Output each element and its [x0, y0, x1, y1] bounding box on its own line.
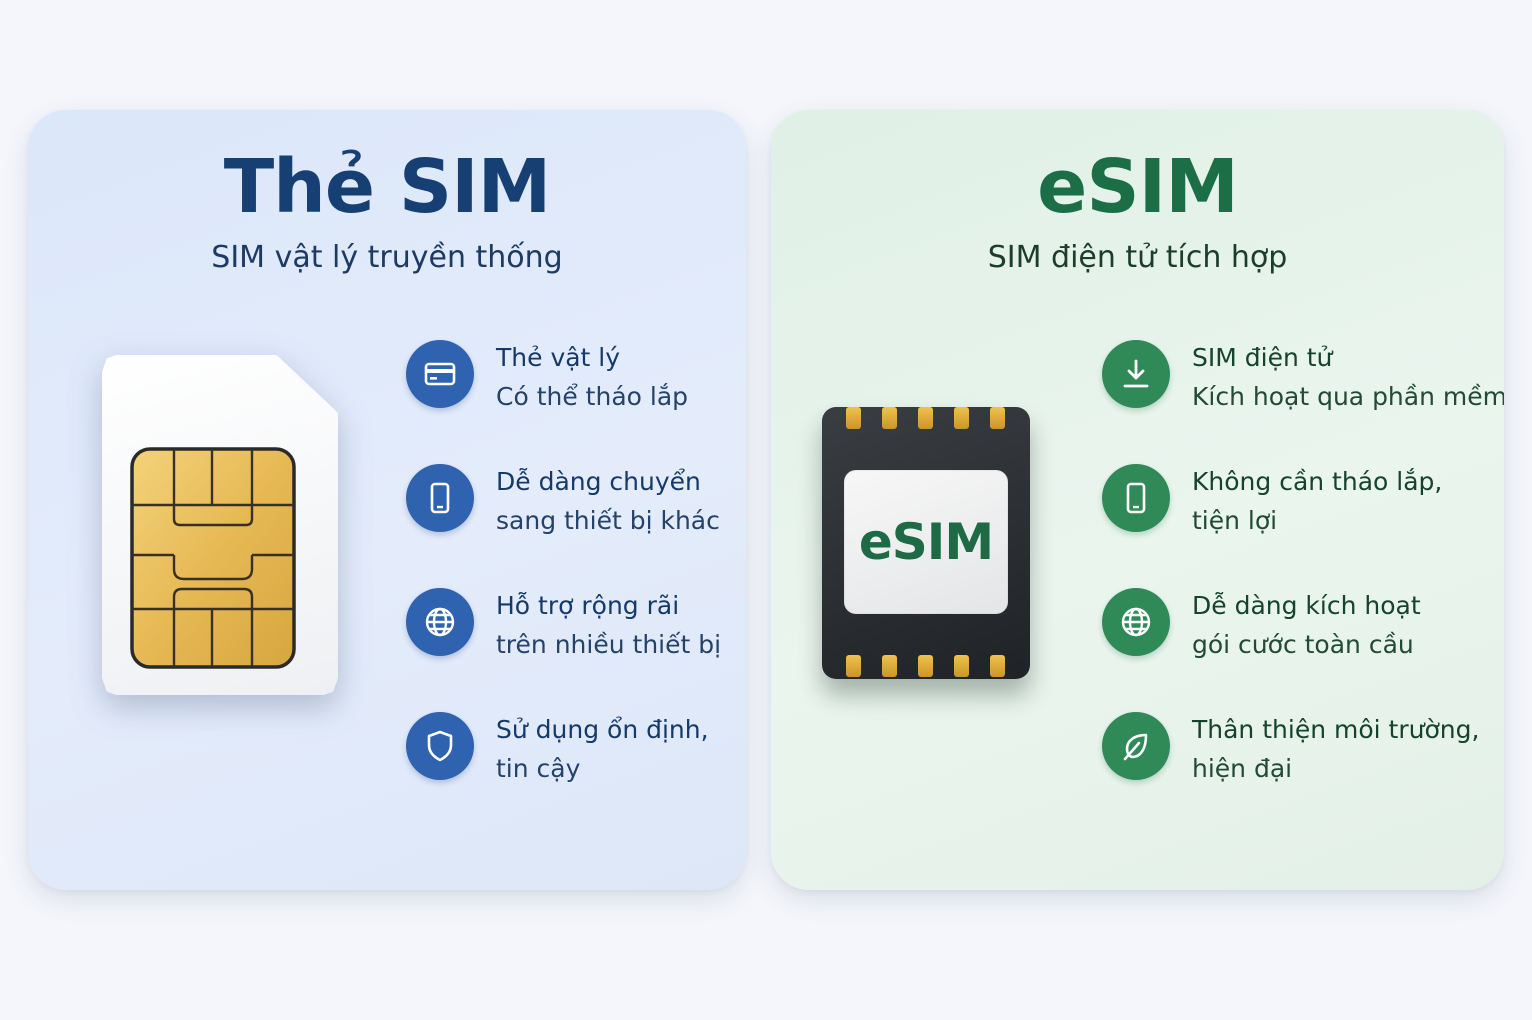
globe-icon: [1102, 588, 1170, 656]
leaf-icon: [1102, 712, 1170, 780]
feature-title: Thân thiện môi trường,: [1192, 715, 1480, 744]
feature-title: Sử dụng ổn định,: [496, 715, 709, 744]
feature-description: Kích hoạt qua phần mềm: [1192, 382, 1504, 411]
sim-chip-contacts-icon: [130, 447, 296, 669]
esim-chip-label: eSIM: [844, 470, 1008, 614]
feature-description: sang thiết bị khác: [496, 506, 720, 535]
shield-icon: [406, 712, 474, 780]
feature-title: Dễ dàng kích hoạt: [1192, 591, 1421, 620]
feature-reliable: Sử dụng ổn định, tin cậy: [406, 712, 736, 783]
feature-wide-support: Hỗ trợ rộng rãi trên nhiều thiết bị: [406, 588, 736, 659]
feature-title: Thẻ vật lý: [496, 343, 621, 372]
feature-title: Dễ dàng chuyển: [496, 467, 701, 496]
esim-chip-text: eSIM: [858, 513, 994, 571]
feature-description: gói cước toàn cầu: [1192, 630, 1414, 659]
feature-eco-friendly: Thân thiện môi trường, hiện đại: [1102, 712, 1482, 783]
download-icon: [1102, 340, 1170, 408]
feature-description: trên nhiều thiết bị: [496, 630, 722, 659]
feature-description: tiện lợi: [1192, 506, 1278, 535]
feature-physical-card: Thẻ vật lý Có thể tháo lắp: [406, 340, 736, 411]
feature-description: Có thể tháo lắp: [496, 382, 689, 411]
smartphone-icon: [406, 464, 474, 532]
esim-title: eSIM: [1037, 144, 1239, 230]
feature-title: Hỗ trợ rộng rãi: [496, 591, 680, 620]
globe-icon: [406, 588, 474, 656]
feature-title: Không cần tháo lắp,: [1192, 467, 1443, 496]
esim-subtitle: SIM điện tử tích hợp: [987, 240, 1288, 275]
feature-global-plans: Dễ dàng kích hoạt gói cước toàn cầu: [1102, 588, 1482, 659]
feature-title: SIM điện tử: [1192, 343, 1333, 372]
feature-description: hiện đại: [1192, 754, 1293, 783]
credit-card-icon: [406, 340, 474, 408]
smartphone-icon: [1102, 464, 1170, 532]
feature-easy-transfer: Dễ dàng chuyển sang thiết bị khác: [406, 464, 736, 535]
sim-card-panel: Thẻ SIM SIM vật lý truyền thống: [28, 110, 746, 890]
esim-chip-illustration: eSIM: [822, 407, 1030, 679]
sim-card-title: Thẻ SIM: [223, 144, 552, 230]
feature-electronic-sim: SIM điện tử Kích hoạt qua phần mềm: [1102, 340, 1504, 411]
esim-panel: eSIM SIM điện tử tích hợp eSIM SIM điện …: [771, 110, 1504, 890]
sim-card-subtitle: SIM vật lý truyền thống: [211, 240, 563, 275]
feature-description: tin cậy: [496, 754, 581, 783]
feature-no-removal: Không cần tháo lắp, tiện lợi: [1102, 464, 1482, 535]
